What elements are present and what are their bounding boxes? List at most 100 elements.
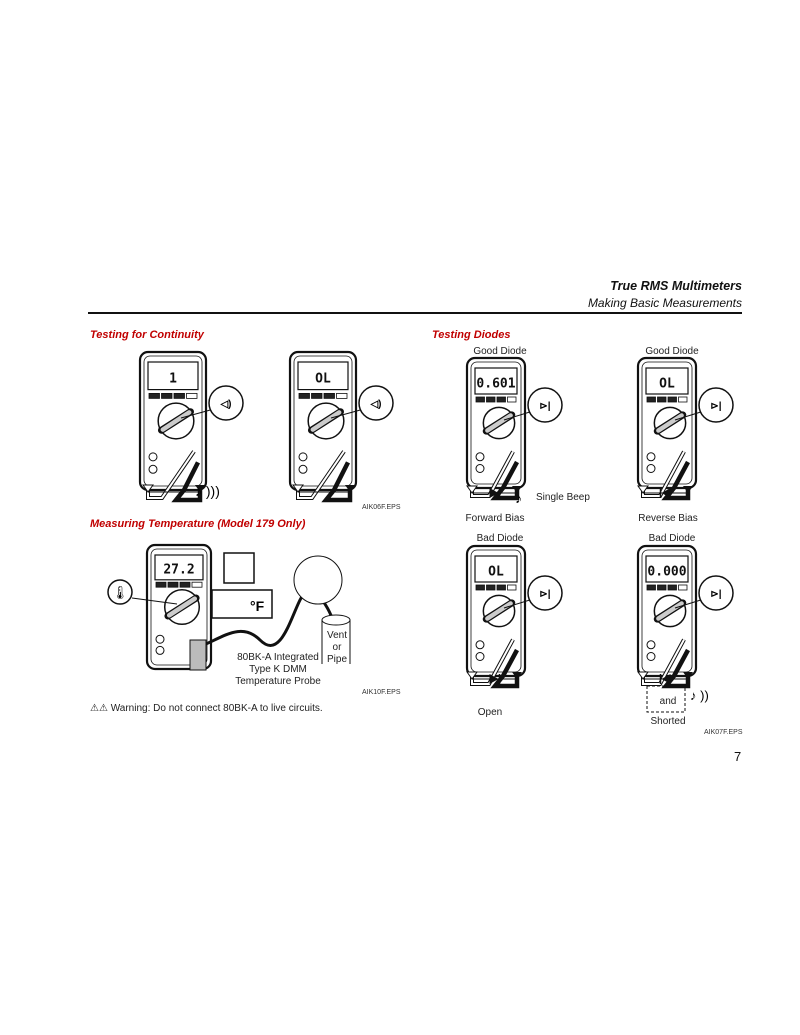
vent-label-line: Pipe (326, 654, 347, 665)
meter-button (496, 396, 506, 403)
pipe-outline (321, 620, 351, 664)
callout-line (330, 408, 365, 419)
display-reading: OL (315, 372, 331, 387)
fahrenheit-callout (211, 589, 273, 619)
probe-tip (637, 671, 649, 680)
probe-tip (466, 671, 478, 680)
input-jack (475, 652, 485, 661)
callout-circle (107, 579, 133, 605)
and-label: and (659, 696, 677, 707)
dial-knob-highlight (166, 596, 198, 618)
figure-id-temperature: AIK10F.EPS (362, 689, 401, 696)
input-jack (148, 464, 158, 474)
input-jack (155, 645, 165, 655)
meter-button (148, 392, 160, 399)
probe-tip (637, 485, 649, 494)
input-jack (475, 452, 485, 462)
callout-circle (358, 385, 394, 421)
display-reading: 0.000 (647, 565, 686, 580)
callout-line (131, 597, 178, 605)
page-number: 7 (734, 749, 742, 764)
meter-button (678, 584, 688, 591)
black-test-lead (490, 648, 520, 689)
probe-tip (142, 484, 154, 493)
meter-button (657, 396, 667, 403)
probe-label-line: Temperature Probe (235, 676, 321, 687)
display-reading: OL (488, 565, 504, 580)
probe-label-line: Type K DMM (249, 664, 307, 675)
black-test-lead (321, 461, 353, 503)
panel-caption: Forward Bias (465, 513, 525, 524)
meter-button (167, 581, 179, 588)
meter-button (323, 392, 335, 399)
meter-button (486, 396, 496, 403)
dial-knob-highlight (656, 413, 684, 433)
probe-tip (683, 486, 693, 493)
meter-button (475, 584, 485, 591)
vent-label: Vent or Pipe (323, 630, 351, 666)
meter-display (474, 367, 518, 395)
test-leads (142, 450, 205, 503)
meter-display (297, 361, 349, 391)
meter-button (507, 584, 517, 591)
fahrenheit-unit: °F (250, 598, 265, 614)
thermometer-icon: 🌡︎ (112, 585, 129, 600)
panel-title: Bad Diode (476, 533, 524, 544)
heading-temperature: Measuring Temperature (Model 179 Only) (90, 518, 306, 530)
warning: ⚠⚠ Warning: Do not connect 80BK-A to liv… (90, 703, 323, 714)
heading-continuity: Testing for Continuity (90, 329, 204, 341)
warning-text: Warning: Do not connect 80BK-A to live c… (110, 703, 323, 714)
multimeter: 1◁) (138, 350, 244, 492)
diode-symbol-icon: ⊳| (710, 401, 721, 412)
panel-title: Good Diode (473, 346, 527, 357)
meter-button (475, 396, 485, 403)
button-callout-icon (223, 552, 255, 584)
black-test-lead (490, 460, 520, 501)
panel-title: Bad Diode (648, 533, 696, 544)
meter-button (496, 584, 506, 591)
diode-icon (661, 674, 671, 684)
callout-line (503, 410, 534, 421)
meter-button (186, 392, 198, 399)
display-reading: OL (659, 377, 675, 392)
panel-caption: Reverse Bias (638, 513, 698, 524)
test-leads (637, 638, 693, 689)
figure-id-continuity: AIK06F.EPS (362, 504, 401, 511)
test-leads (637, 450, 693, 501)
input-jack (298, 464, 308, 474)
diode-symbol-icon: ⊳| (710, 589, 721, 600)
heading-diodes: Testing Diodes (432, 329, 511, 341)
header-title: True RMS Multimeters (610, 279, 742, 293)
callout-circle (698, 387, 734, 423)
meter-button (678, 396, 688, 403)
display-reading: 0.601 (476, 377, 515, 392)
input-jack (646, 464, 656, 473)
vent-label-line: or (332, 642, 342, 653)
meter-button (311, 392, 323, 399)
panel-caption: Shorted (650, 716, 686, 727)
diode-icon (489, 674, 499, 684)
warning-icon: ⚠⚠ (90, 703, 108, 714)
beep-icon: ♪ ))) (195, 483, 220, 499)
input-jack (475, 464, 485, 473)
dial-knob-highlight (310, 410, 342, 432)
continuity-symbol-icon: ◁) (369, 399, 381, 410)
beep-icon: ♪ (515, 490, 522, 506)
input-jack (475, 640, 485, 650)
callout-line (180, 408, 215, 419)
diode-symbol-icon: ⊳| (539, 401, 550, 412)
callout-circle (527, 387, 563, 423)
probe-tip (683, 672, 693, 679)
multimeter: 27.2🌡︎ (107, 543, 213, 671)
input-jack (148, 452, 158, 462)
probe-tip (512, 672, 522, 679)
header-subtitle: Making Basic Measurements (587, 296, 742, 310)
probe-tip (345, 485, 355, 492)
figure-id-diodes: AIK07F.EPS (704, 729, 743, 736)
callout-circle (208, 385, 244, 421)
continuity-symbol-icon: ◁) (219, 399, 231, 410)
probe-tip (292, 484, 304, 493)
meter-button (173, 392, 185, 399)
